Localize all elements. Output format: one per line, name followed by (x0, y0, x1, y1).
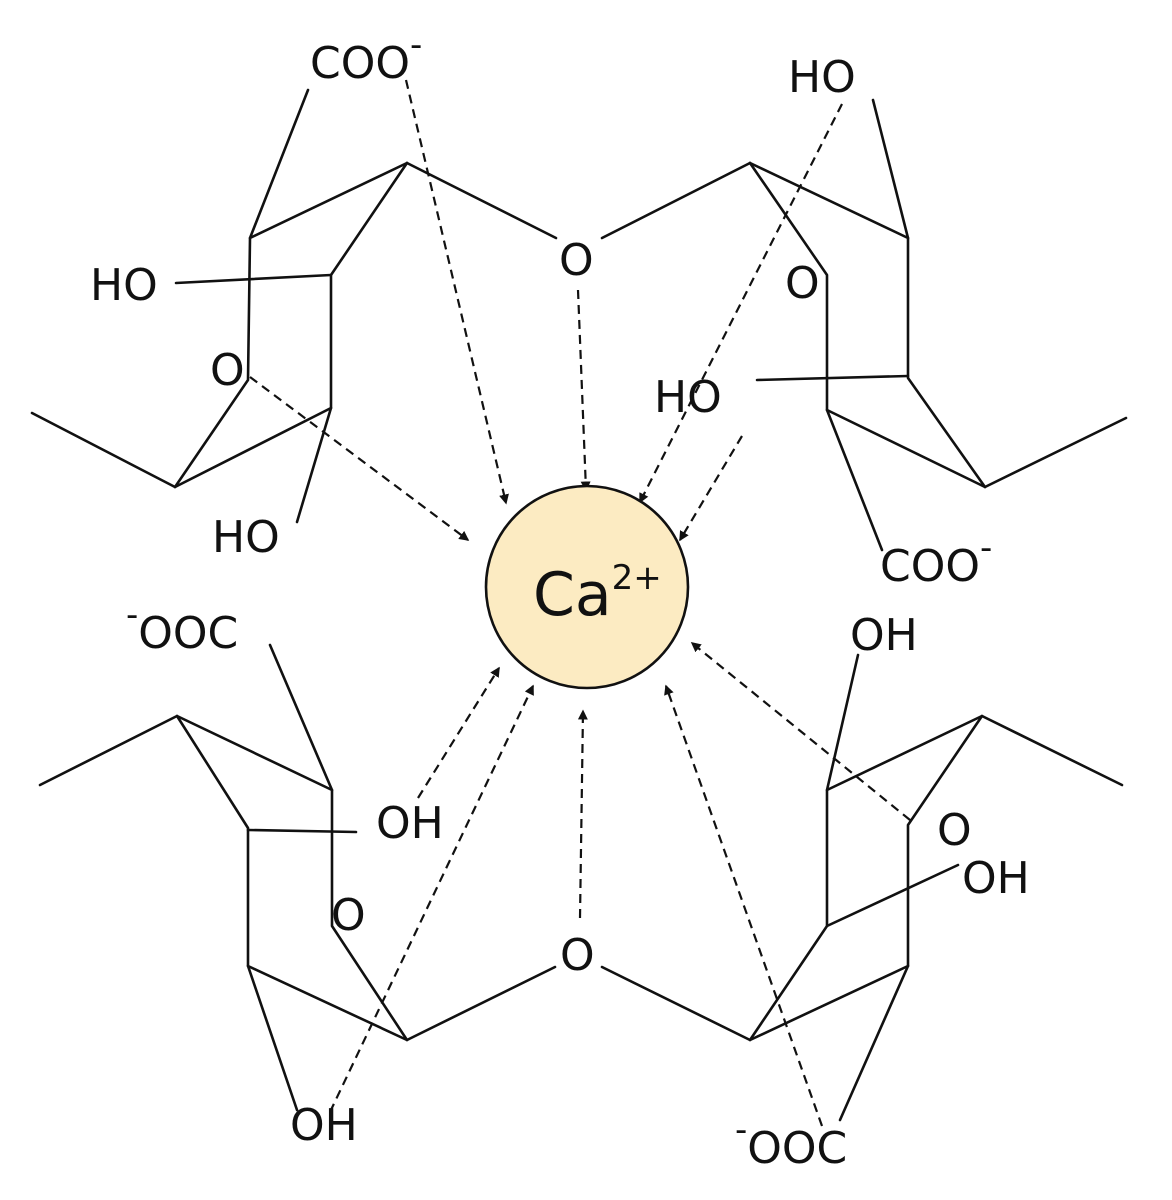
coord-top-bridge-oxygen (576, 289, 591, 492)
atom-labels: COO- HO O HO O HO O HO COO- -OOC OH O OH… (90, 25, 1030, 1174)
coord-bottom-right-carboxylate (664, 684, 824, 1127)
bottom-right-hydroxyl-top-label: OH (850, 610, 918, 661)
coord-top-right-hydroxyl-mid (679, 435, 743, 542)
top-right-ring-oxygen-label: O (785, 258, 820, 309)
coord-top-left-carboxylate (404, 79, 509, 505)
top-right-hydroxyl-top-label: HO (788, 52, 856, 103)
top-left-lower-hydroxyl-label: HO (212, 512, 280, 563)
bottom-left-ring-oxygen-label: O (331, 890, 366, 941)
bottom-left-carboxylate-label: -OOC (126, 595, 238, 659)
top-left-residue-bonds (30, 88, 558, 524)
bottom-left-hydroxyl-label: OH (376, 798, 444, 849)
calcium-ion: Ca2+ (484, 484, 690, 690)
bottom-right-residue-bonds (600, 653, 1124, 1122)
bottom-right-ring-oxygen-label: O (937, 805, 972, 856)
top-left-carboxylate-label: COO- (310, 25, 422, 89)
top-right-residue-bonds (600, 98, 1128, 552)
calcium-ion-label: Ca2+ (533, 558, 662, 630)
coordination-bonds (249, 79, 911, 1127)
bottom-bridge-oxygen-label: O (560, 930, 595, 981)
calcium-symbol: Ca (533, 560, 612, 630)
coord-bottom-left-lower-hydroxyl (329, 684, 534, 1113)
top-left-hydroxyl-label: HO (90, 260, 158, 311)
coord-top-left-ring-oxygen (249, 376, 470, 541)
bottom-right-carboxylate-label: -OOC (735, 1110, 847, 1174)
coord-bottom-bridge-oxygen (577, 709, 588, 919)
calcium-charge: 2+ (612, 558, 662, 598)
top-bridge-oxygen-label: O (559, 235, 594, 286)
bottom-left-residue-bonds (38, 643, 557, 1112)
top-left-ring-oxygen-label: O (210, 345, 245, 396)
coord-bottom-right-ring-oxygen (690, 642, 911, 821)
bottom-left-lower-hydroxyl-label: OH (290, 1100, 358, 1151)
top-right-carboxylate-label: COO- (880, 528, 992, 592)
top-right-hydroxyl-mid-label: HO (654, 372, 722, 423)
calcium-ion-circle (484, 484, 690, 690)
bottom-right-hydroxyl-mid-label: OH (962, 853, 1030, 904)
coord-bottom-left-hydroxyl (417, 666, 500, 799)
